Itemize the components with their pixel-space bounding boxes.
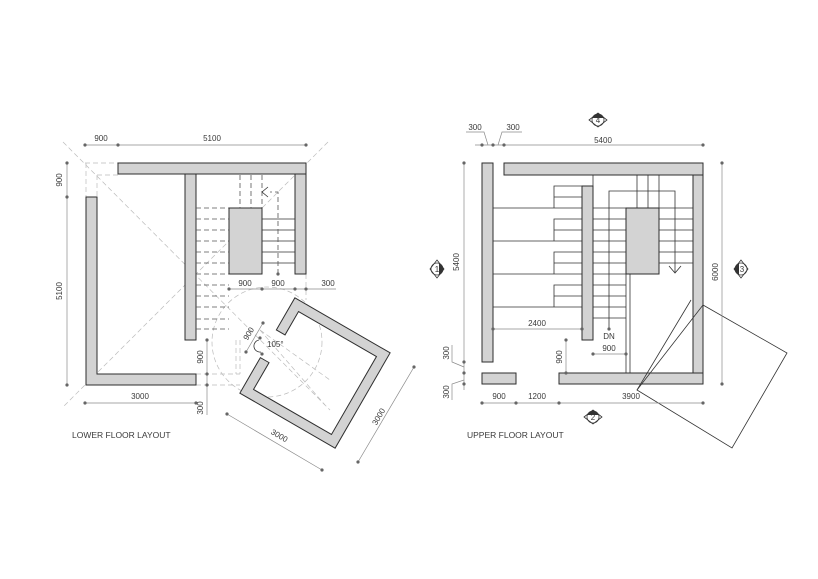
dim-label: 6000 bbox=[711, 263, 720, 281]
walls bbox=[481, 162, 704, 385]
dim-label: 900 bbox=[555, 350, 564, 364]
dim-label: 3900 bbox=[622, 392, 640, 401]
marker-number: 3 bbox=[740, 265, 745, 274]
walls bbox=[85, 162, 307, 386]
rotated-room bbox=[239, 297, 391, 449]
wall-l-shape bbox=[85, 196, 197, 386]
stairs: DN bbox=[493, 175, 693, 373]
dim-label: 300 bbox=[468, 123, 482, 132]
wall-right bbox=[692, 174, 704, 374]
stair-down-label: DN bbox=[603, 332, 615, 341]
dim-label: 3000 bbox=[131, 392, 149, 401]
section-markers: 4 2 1 3 bbox=[429, 112, 749, 425]
dim-label: 300 bbox=[442, 385, 451, 399]
dim-label: 5100 bbox=[203, 134, 221, 143]
wall-right bbox=[294, 173, 307, 275]
wall-interior bbox=[184, 173, 197, 341]
lower-floor-title: LOWER FLOOR LAYOUT bbox=[72, 430, 171, 440]
dim-label: 900 bbox=[238, 279, 252, 288]
wall-bottom-right bbox=[558, 372, 704, 385]
dim-label: 1200 bbox=[528, 392, 546, 401]
dim-label: 900 bbox=[492, 392, 506, 401]
section-marker-3: 3 bbox=[733, 259, 749, 279]
section-marker-4: 4 bbox=[588, 112, 608, 128]
dim-label: 900 bbox=[55, 173, 64, 187]
dim-label: 900 bbox=[271, 279, 285, 288]
wall-left bbox=[481, 162, 494, 363]
upper-floor-plan: DN 300 300 5400 5400 300 300 6000 2400 9… bbox=[429, 112, 788, 449]
dim-label: 2400 bbox=[528, 319, 546, 328]
dimensions: 300 300 5400 5400 300 300 6000 2400 900 … bbox=[442, 123, 724, 405]
marker-number: 4 bbox=[596, 116, 601, 125]
dim-label: 5400 bbox=[594, 136, 612, 145]
dim-label: 300 bbox=[442, 346, 451, 360]
stair-core bbox=[625, 207, 660, 275]
dimensions: 900 5100 900 5100 3000 900 900 300 900 3… bbox=[55, 134, 416, 472]
down-arrow-icon bbox=[668, 265, 682, 274]
wall-bottom-left bbox=[481, 372, 517, 385]
section-marker-2: 2 bbox=[583, 409, 603, 425]
dim-label: 300 bbox=[321, 279, 335, 288]
marker-number: 1 bbox=[435, 265, 440, 274]
door-swing bbox=[636, 299, 788, 449]
dim-label: 300 bbox=[506, 123, 520, 132]
upper-floor-title: UPPER FLOOR LAYOUT bbox=[467, 430, 564, 440]
dim-label: 5100 bbox=[55, 282, 64, 300]
wall-interior bbox=[581, 185, 594, 341]
wall-top bbox=[117, 162, 307, 175]
section-marker-1: 1 bbox=[429, 259, 445, 279]
stair-core bbox=[228, 207, 263, 275]
up-arrow-icon bbox=[261, 186, 269, 198]
stairs bbox=[196, 175, 295, 330]
dim-label: 900 bbox=[602, 344, 616, 353]
wall-top bbox=[503, 162, 704, 176]
marker-number: 2 bbox=[591, 413, 596, 422]
dim-label: 900 bbox=[242, 325, 257, 342]
dim-label: 5400 bbox=[452, 253, 461, 271]
dim-label: 900 bbox=[94, 134, 108, 143]
dim-label: 300 bbox=[196, 401, 205, 415]
lower-floor-plan: 900 5100 900 5100 3000 900 900 300 900 3… bbox=[55, 134, 416, 472]
dim-label: 900 bbox=[196, 350, 205, 364]
angle-label: 105° bbox=[267, 340, 284, 349]
dim-label: 3000 bbox=[269, 427, 289, 444]
